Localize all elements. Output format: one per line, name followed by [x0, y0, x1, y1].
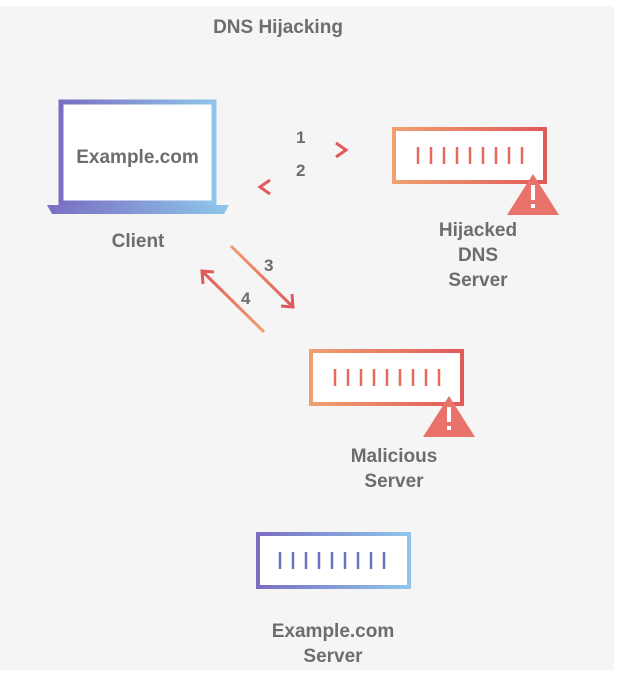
example-server-label-line: Server [303, 646, 363, 667]
laptop-icon [47, 99, 229, 214]
arrow-4 [200, 269, 266, 334]
arrow-3 [229, 244, 295, 309]
hijacked-dns-label-line: Server [448, 270, 508, 291]
diagram-title: DNS Hijacking [213, 17, 343, 38]
client-screen-text: Example.com [76, 147, 199, 168]
warning-icon [423, 396, 475, 437]
malicious-server-label-line: Malicious [350, 446, 438, 467]
example-server-label-line: Example.com [271, 621, 395, 642]
step-number: 2 [296, 161, 306, 180]
step-number: 3 [264, 256, 274, 275]
malicious-server-label-line: Server [364, 471, 424, 492]
arrow-1 [261, 141, 349, 159]
step-number: 1 [296, 128, 306, 147]
arrow-2 [257, 178, 345, 196]
malicious-server-icon [309, 349, 464, 416]
example-server-icon [256, 532, 411, 601]
hijacked-dns-server-icon [392, 127, 547, 195]
hijacked-dns-label-line: DNS [457, 245, 499, 266]
hijacked-dns-label-line: Hijacked [438, 220, 518, 241]
warning-icon [507, 174, 559, 215]
step-number: 4 [241, 289, 251, 308]
client-label: Client [111, 231, 165, 252]
